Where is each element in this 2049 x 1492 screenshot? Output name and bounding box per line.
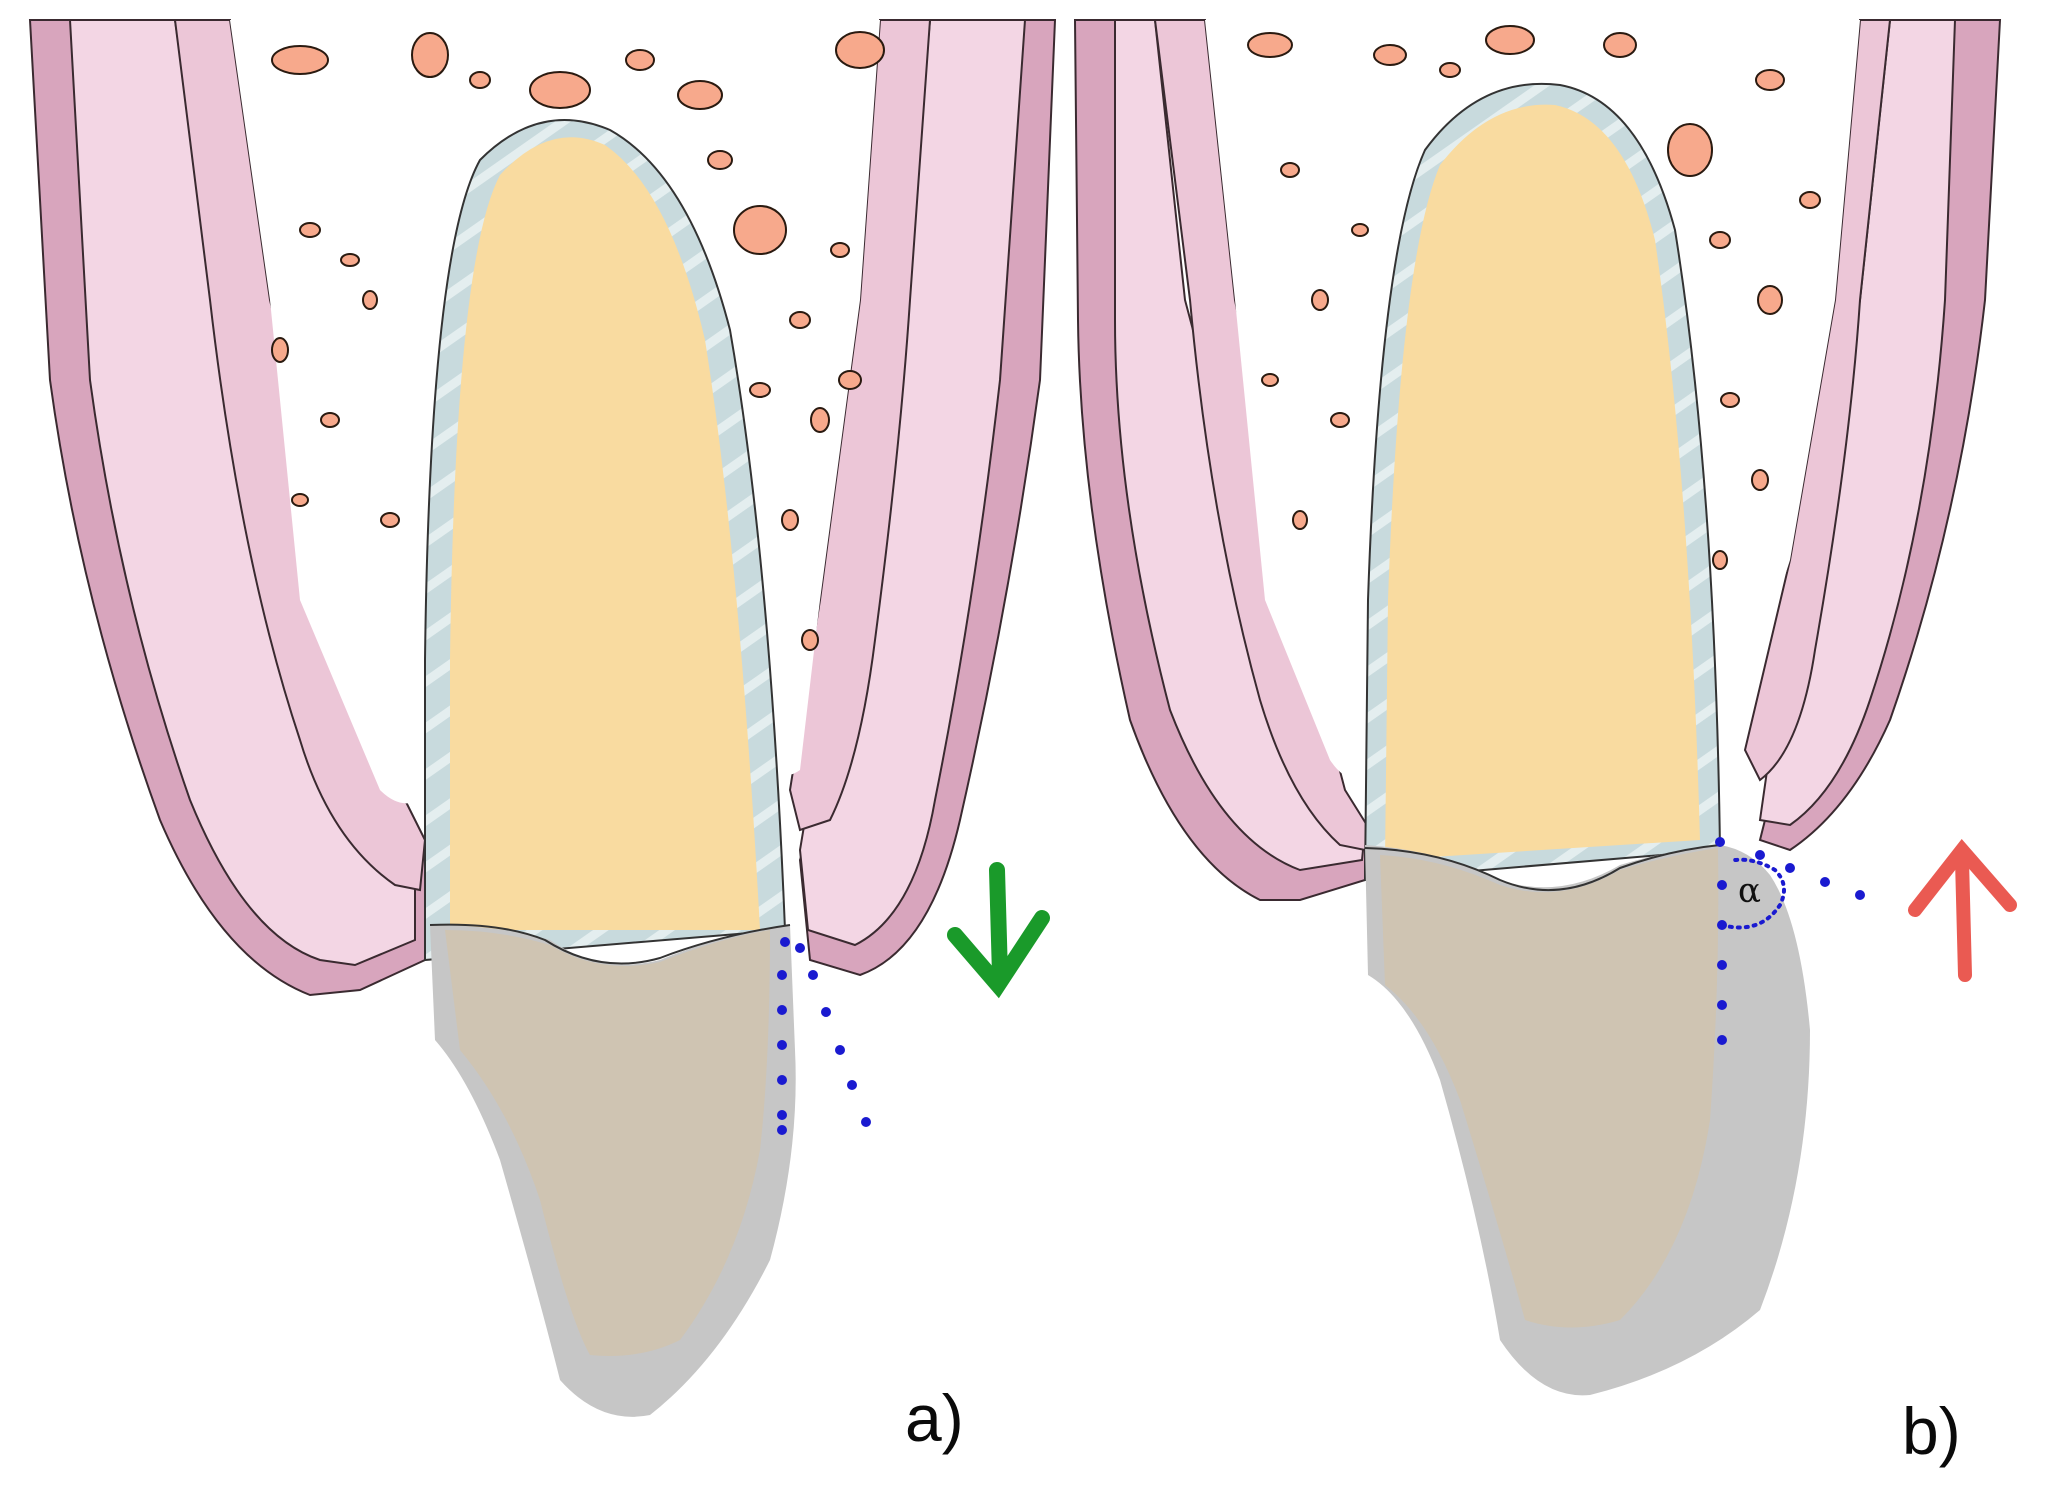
- cej-line-b: [1364, 844, 1721, 892]
- panel-label-b: b): [1902, 1394, 1961, 1468]
- angle-arc-b: [1720, 857, 1786, 930]
- panel-label-a: a): [905, 1381, 964, 1455]
- panel-a: [28, 19, 1057, 1417]
- periosteum-right: [788, 19, 932, 832]
- angle-symbol: α: [1738, 871, 1761, 911]
- bone-spots-a: [271, 31, 885, 651]
- gingiva-inner-left-b: [1114, 19, 1367, 872]
- root-b-pulp: [1385, 104, 1700, 860]
- periosteum-right-b: [1743, 19, 1892, 782]
- bone-spots-b: [1247, 25, 1821, 570]
- crown-a-dentin: [445, 930, 770, 1356]
- arrow-up-icon: [1908, 839, 2017, 982]
- panel-b: α: [1073, 19, 2017, 1396]
- arrow-down-icon: [947, 862, 1050, 999]
- margin-dots-b: [1715, 837, 1865, 1045]
- periosteum-left-b: [1153, 19, 1372, 852]
- margin-dots-a: [777, 937, 871, 1135]
- root-a-pulp: [450, 137, 760, 930]
- crown-b-dentin: [1380, 848, 1719, 1328]
- cej-line-a: [429, 923, 791, 965]
